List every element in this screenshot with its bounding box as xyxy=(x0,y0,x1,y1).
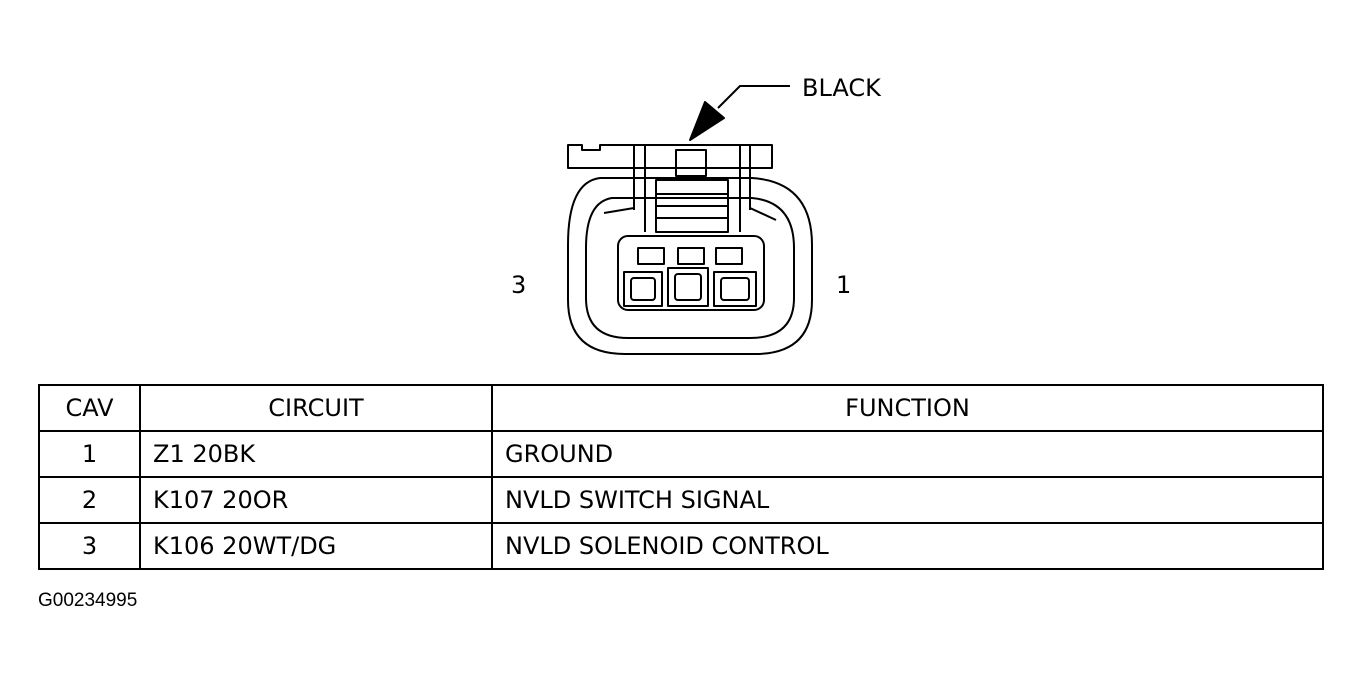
connector-inner-shell xyxy=(585,197,795,339)
header-circuit: CIRCUIT xyxy=(139,384,493,432)
pinout-table: CAV CIRCUIT FUNCTION 1 Z1 20BK GROUND 2 … xyxy=(38,384,1324,570)
header-function: FUNCTION xyxy=(491,384,1324,432)
cavity-1 xyxy=(713,271,757,307)
table-row: 3 K106 20WT/DG NVLD SOLENOID CONTROL xyxy=(38,522,1324,570)
table-header-row: CAV CIRCUIT FUNCTION xyxy=(38,384,1324,432)
cell-function: NVLD SOLENOID CONTROL xyxy=(491,522,1324,570)
cell-circuit: Z1 20BK xyxy=(139,430,493,478)
connector-body xyxy=(567,177,813,355)
connector-color-label: BLACK xyxy=(802,74,882,102)
cavity-3-label: 3 xyxy=(511,271,526,299)
cell-circuit: K106 20WT/DG xyxy=(139,522,493,570)
cell-function: NVLD SWITCH SIGNAL xyxy=(491,476,1324,524)
color-callout-leader xyxy=(689,85,790,141)
cavity-1-label: 1 xyxy=(836,271,851,299)
latch-ribs xyxy=(655,179,729,233)
cavity-2 xyxy=(667,267,709,307)
figure-id: G00234995 xyxy=(38,590,138,611)
table-row: 2 K107 20OR NVLD SWITCH SIGNAL xyxy=(38,476,1324,524)
cell-cav: 1 xyxy=(38,430,141,478)
cell-cav: 3 xyxy=(38,522,141,570)
table-row: 1 Z1 20BK GROUND xyxy=(38,430,1324,478)
connector-diagram: BLACK 3 1 xyxy=(511,74,882,355)
terminal-housing xyxy=(617,235,765,311)
cell-circuit: K107 20OR xyxy=(139,476,493,524)
locking-latch xyxy=(567,144,777,232)
cell-cav: 2 xyxy=(38,476,141,524)
cavity-3 xyxy=(623,271,663,307)
header-cav: CAV xyxy=(38,384,141,432)
cell-function: GROUND xyxy=(491,430,1324,478)
